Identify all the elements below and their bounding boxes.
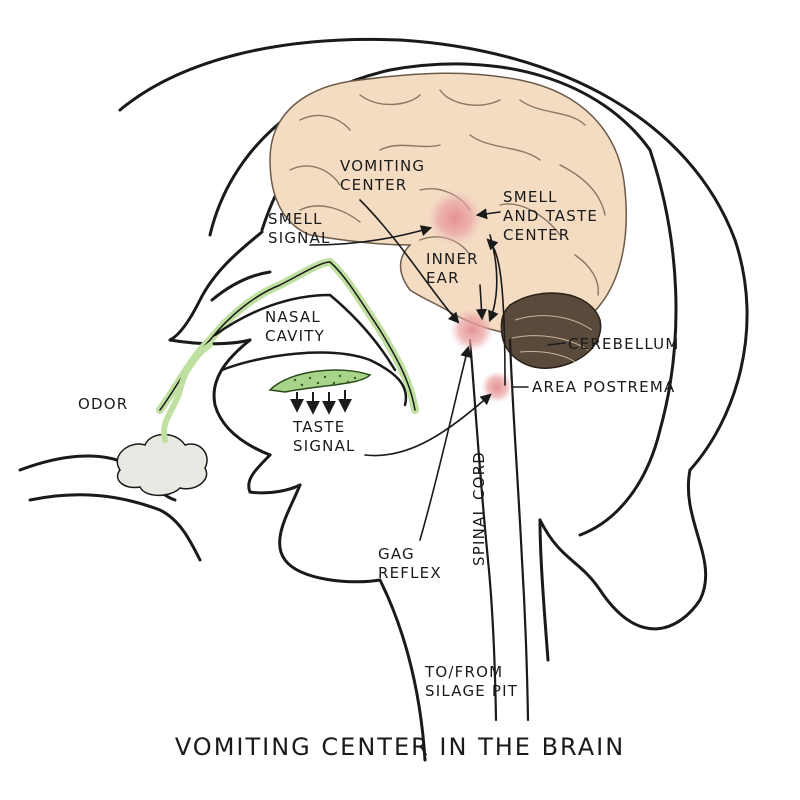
label-cerebellum: CEREBELLUM xyxy=(568,335,680,353)
label-spinal-cord: SPINAL CORD xyxy=(470,450,488,566)
taste-arrows xyxy=(290,390,352,415)
label-vomiting-center: VOMITING CENTER xyxy=(340,157,426,194)
label-to-from-silage-pit: TO/FROM SILAGE PIT xyxy=(425,663,519,700)
signal-arrows xyxy=(309,199,566,541)
smell-taste-center-hotspot xyxy=(427,190,483,246)
brain-folds xyxy=(289,89,606,296)
label-area-postrema: AREA POSTREMA xyxy=(532,378,676,396)
odor-cloud xyxy=(116,433,208,497)
palate xyxy=(268,369,372,393)
label-smell-taste-center: SMELL AND TASTE CENTER xyxy=(503,188,599,244)
label-nasal-cavity: NASAL CAVITY xyxy=(265,308,325,345)
vomiting-center-hotspot xyxy=(450,308,494,352)
spinal-cord xyxy=(468,338,530,722)
diagram-title: VOMITING CENTER IN THE BRAIN xyxy=(174,733,626,761)
label-taste-signal: TASTE SIGNAL xyxy=(293,418,356,455)
label-odor: ODOR xyxy=(78,395,129,413)
label-smell-signal: SMELL SIGNAL xyxy=(268,210,331,247)
cerebellum xyxy=(500,292,602,369)
label-inner-ear: INNER EAR xyxy=(426,250,479,287)
label-gag-reflex: GAG REFLEX xyxy=(378,545,442,582)
